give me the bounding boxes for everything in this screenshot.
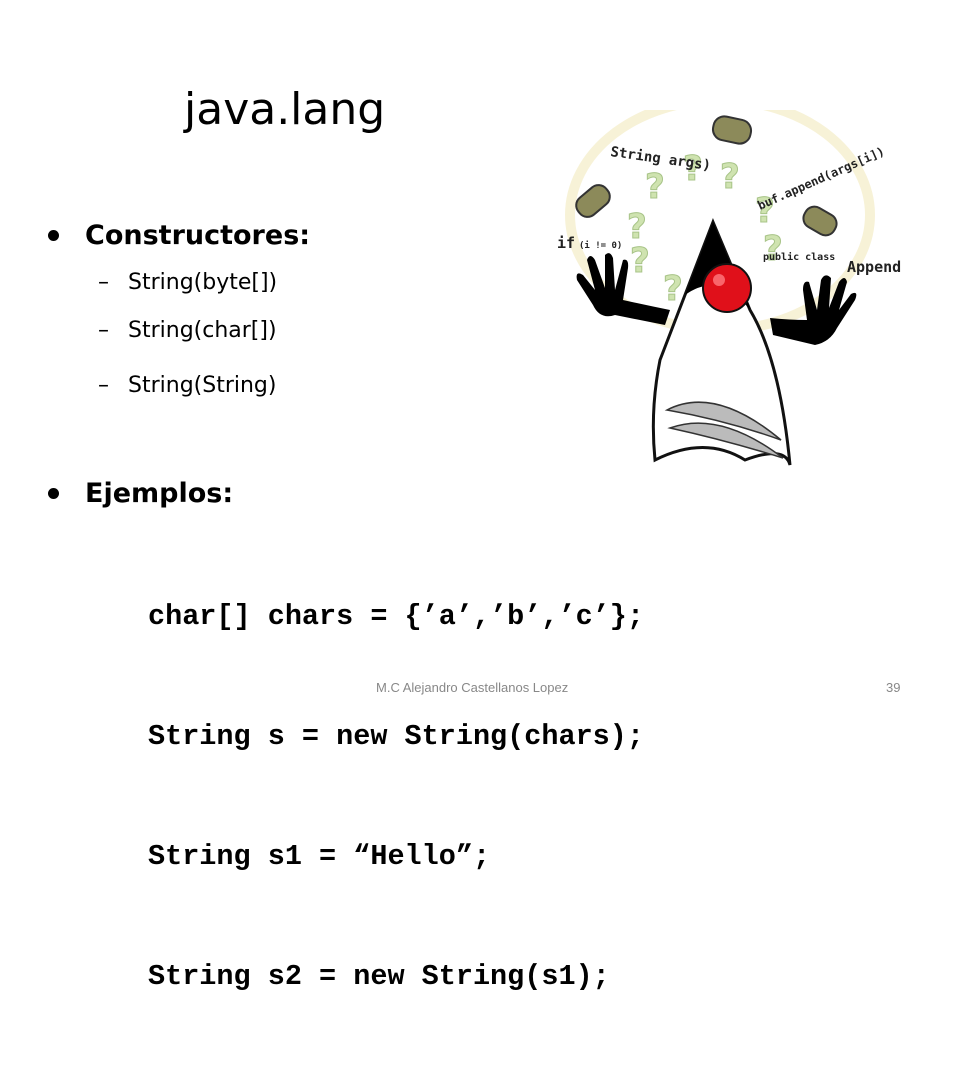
question-mark-icon: ? [720, 157, 740, 197]
duke-hand-icon [576, 253, 670, 325]
question-mark-icon: ? [663, 269, 683, 309]
duke-nose-icon [702, 263, 752, 313]
subitem: – String(char[]) [98, 318, 277, 343]
code-snippet: (i != 0) [579, 240, 622, 251]
code-snippet: public class [763, 251, 835, 263]
code-line: String s1 = “Hello”; [148, 840, 491, 873]
bullet-dot-icon [48, 488, 59, 499]
question-mark-icon: ? [645, 167, 665, 207]
subitem-label: String(char[]) [128, 318, 277, 343]
question-mark-icon: ? [763, 229, 783, 269]
code-line: char[] chars = {’a’,’b’,’c’}; [148, 600, 644, 633]
question-mark-icon: ? [630, 241, 650, 281]
question-mark-icon: ? [755, 191, 775, 231]
subitem-label: String(byte[]) [128, 270, 278, 295]
question-mark-icon: ? [683, 149, 703, 189]
footer-author: M.C Alejandro Castellanos Lopez [376, 680, 569, 695]
subitem: – String(String) [98, 373, 276, 398]
dash-icon: – [98, 318, 109, 343]
code-line: String s = new String(chars); [148, 720, 644, 753]
bean-icon [711, 115, 753, 145]
page-number: 39 [886, 680, 901, 695]
bullet-label: Constructores: [85, 220, 311, 251]
dash-icon: – [98, 270, 109, 295]
bean-icon [575, 184, 611, 218]
subitem: – String(byte[]) [98, 270, 277, 295]
subitem-label: String(String) [128, 373, 277, 398]
code-line: String s2 = new String(s1); [148, 960, 610, 993]
code-snippet: if [557, 234, 575, 252]
slide: java.lang Constructores: – String(byte[]… [0, 84, 960, 993]
bullet-dot-icon [48, 230, 59, 241]
slide-title: java.lang [184, 84, 386, 135]
dash-icon: – [98, 373, 109, 398]
footer: M.C Alejandro Castellanos Lopez 39 [0, 676, 960, 700]
bullet-ejemplos: Ejemplos: [48, 478, 233, 509]
question-mark-icon: ? [627, 207, 647, 247]
bean-icon [802, 205, 838, 237]
code-snippet: Append [847, 258, 901, 276]
bullet-label: Ejemplos: [85, 478, 234, 509]
duke-hand-icon [770, 275, 857, 345]
bullet-constructores: Constructores: [48, 220, 310, 251]
code-block: char[] chars = {’a’,’b’,’c’}; String s =… [148, 517, 644, 1077]
duke-juggling-illustration: ? ? ? ? ? ? ? ? String args) buf.append(… [557, 110, 901, 466]
